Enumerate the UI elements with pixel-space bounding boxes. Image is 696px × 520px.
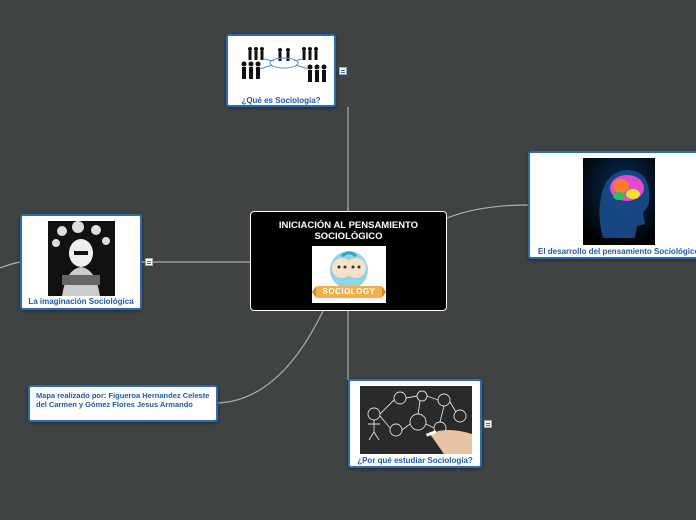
node-caption: El desarrollo del pensamiento Sociológic… bbox=[538, 247, 696, 256]
link-imaginacion-out bbox=[0, 261, 21, 269]
note-icon[interactable] bbox=[145, 258, 153, 266]
node-caption: ¿Qué es Sociología? bbox=[241, 96, 321, 105]
central-topic[interactable]: INICIACIÓN AL PENSAMIENTO SOCIOLÓGICO SO… bbox=[250, 211, 447, 311]
sociology-image: SOCIOLOGY bbox=[312, 246, 386, 303]
note-icon[interactable] bbox=[339, 67, 347, 75]
sociology-badge-label: SOCIOLOGY bbox=[322, 287, 376, 296]
link-desarrollo bbox=[446, 204, 529, 219]
node-que-es-sociologia[interactable]: ¿Qué es Sociología? bbox=[226, 34, 336, 107]
link-credit bbox=[217, 310, 324, 404]
brain-head-image bbox=[583, 158, 655, 245]
central-title: INICIACIÓN AL PENSAMIENTO SOCIOLÓGICO bbox=[278, 220, 419, 242]
chalkboard-network-image bbox=[360, 386, 472, 454]
credit-note[interactable]: Mapa realizado por: Figueroa Hernandez C… bbox=[28, 385, 218, 422]
node-desarrollo-pensamiento[interactable]: El desarrollo del pensamiento Sociológic… bbox=[528, 151, 696, 259]
node-por-que-estudiar[interactable]: ¿Por qué estudiar Sociología? bbox=[348, 379, 482, 468]
note-icon[interactable] bbox=[484, 420, 492, 428]
node-caption: ¿Por qué estudiar Sociología? bbox=[357, 456, 473, 465]
sociology-faces-icon bbox=[312, 251, 386, 298]
people-network-image bbox=[241, 47, 327, 82]
imagination-illustration-image bbox=[48, 221, 115, 296]
node-imaginacion-sociologica[interactable]: La imaginación Sociológica bbox=[20, 214, 142, 310]
node-caption: La imaginación Sociológica bbox=[28, 297, 134, 306]
